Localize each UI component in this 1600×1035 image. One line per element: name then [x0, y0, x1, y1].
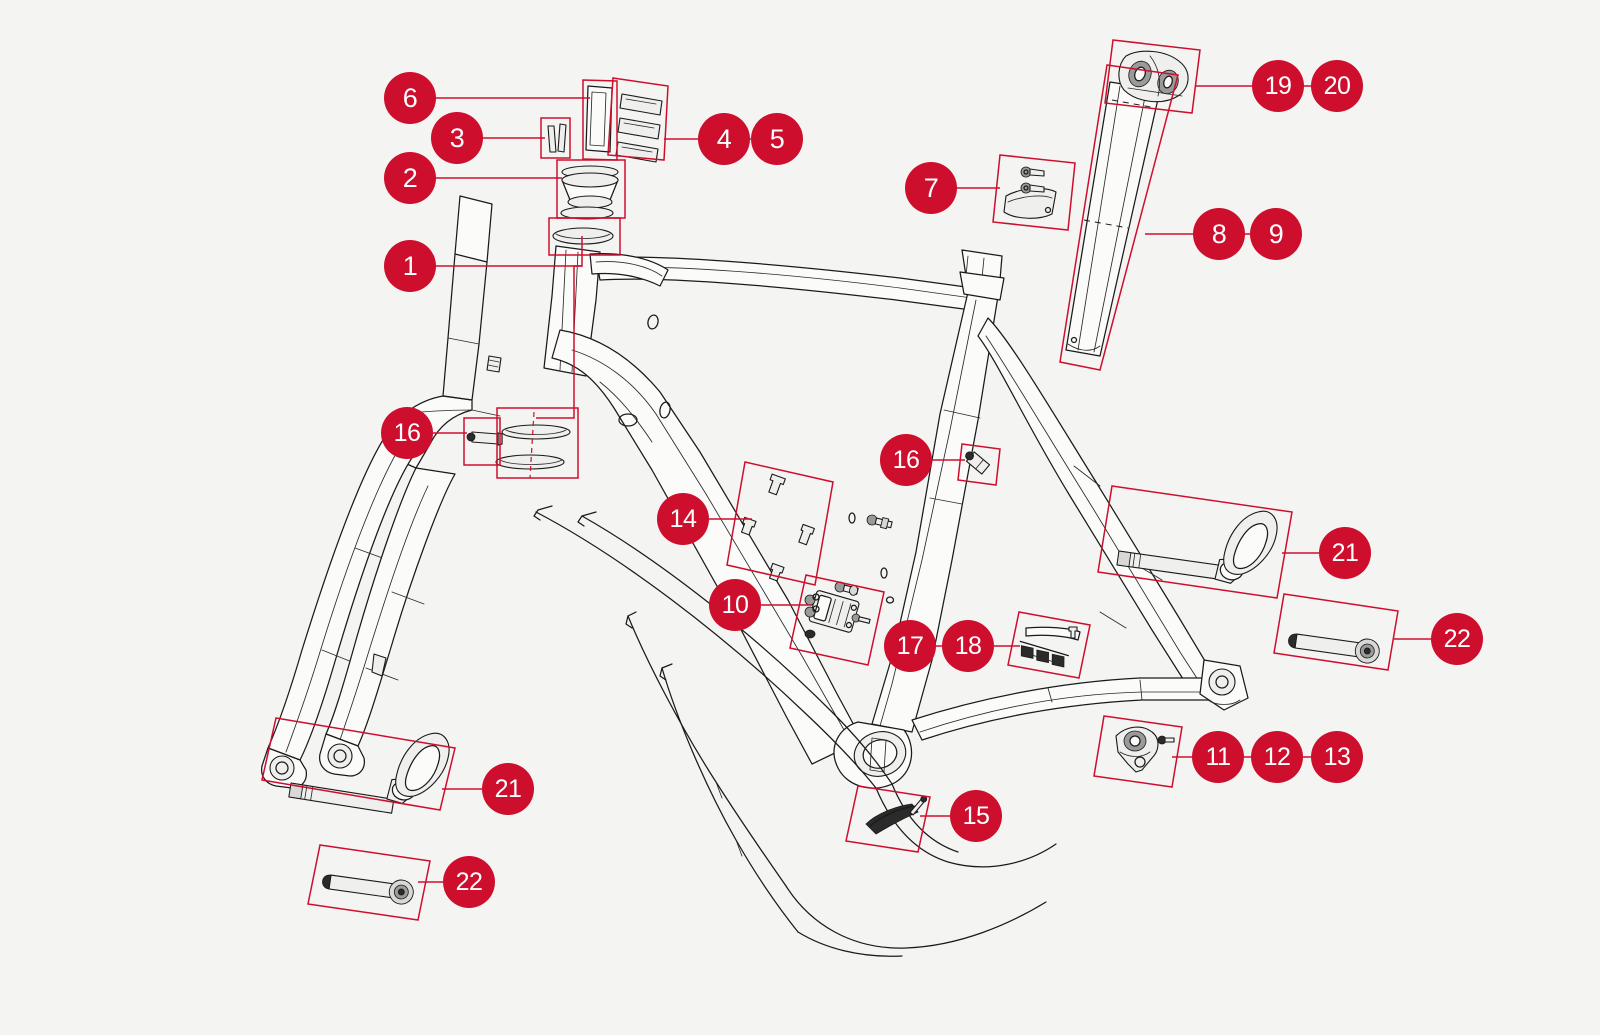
callout-14-frame-hardware-bolt-set[interactable]: 14: [657, 493, 709, 545]
seatpost-box: [1059, 64, 1179, 371]
crown-race-parts: [466, 411, 571, 479]
callout-20-seatpost-head-clamp-alt[interactable]: 20: [1311, 60, 1363, 112]
upper-bearing-box: [556, 159, 626, 219]
seat-tube-bolt-box: [957, 443, 1001, 486]
derailleur-hanger-parts: [1115, 726, 1175, 773]
junction-mount-box: [789, 574, 885, 666]
callout-19-seatpost-head-clamp[interactable]: 19: [1252, 60, 1304, 112]
cable-guide-parts: [1019, 626, 1081, 668]
front-axle-bolt-box: [307, 844, 431, 921]
seatpost-assembly: [1065, 50, 1189, 357]
callout-1-headset-lower-bearing-cover[interactable]: 1: [384, 240, 436, 292]
front-thru-axle-part: [288, 732, 450, 814]
junction-mount-parts: [804, 581, 871, 639]
cable-port-box: [845, 785, 931, 853]
bolt-set-box: [726, 461, 834, 586]
callout-16-seat-tube-bolt[interactable]: 16: [880, 434, 932, 486]
callout-22-front-axle-bolt[interactable]: 22: [443, 856, 495, 908]
callout-12-rear-derailleur-hanger-alt[interactable]: 12: [1251, 731, 1303, 783]
callout-5-headset-spacer-set-alt[interactable]: 5: [751, 113, 803, 165]
callout-18-cable-guide-set-alt[interactable]: 18: [942, 620, 994, 672]
callout-16-fork-crown-race-bolt[interactable]: 16: [381, 407, 433, 459]
hanger-box: [1093, 715, 1183, 788]
front-axle-bolt-part: [322, 874, 414, 905]
spacer-set-box: [607, 77, 669, 161]
rear-axle-bolt-part: [1288, 633, 1380, 664]
seat-clamp-parts: [1003, 166, 1057, 219]
part-bounding-boxes: [261, 39, 1399, 921]
callout-4-headset-spacer-set[interactable]: 4: [698, 113, 750, 165]
rear-thru-axle-box: [1097, 485, 1293, 599]
frame-bolt-set: [740, 473, 815, 582]
wedge-pin-box: [540, 117, 571, 159]
seat-tube-bolt-part: [965, 451, 991, 475]
callout-9-seatpost-alt-length[interactable]: 9: [1250, 208, 1302, 260]
crown-race-box: [496, 407, 579, 479]
callout-10-di2-junction-battery-mount[interactable]: 10: [709, 579, 761, 631]
cable-housing: [533, 505, 1057, 957]
callout-6-top-cap-cover[interactable]: 6: [384, 72, 436, 124]
callout-2-headset-upper-bearing-assembly[interactable]: 2: [384, 152, 436, 204]
callout-22-rear-axle-bolt[interactable]: 22: [1431, 613, 1483, 665]
headset-stack-parts: [547, 85, 663, 245]
callout-7-seat-clamp-wedge-and-bolts[interactable]: 7: [905, 162, 957, 214]
loose-hardware: [848, 512, 895, 604]
seatpost-head-box: [1104, 39, 1201, 114]
fork-crown-bolt-box: [463, 417, 501, 466]
callout-21-rear-thru-axle[interactable]: 21: [1319, 527, 1371, 579]
rear-thru-axle-part: [1116, 510, 1278, 584]
callout-3-compression-plug-wedge-pin[interactable]: 3: [431, 112, 483, 164]
cable-guide-box: [1007, 611, 1091, 679]
callout-21-front-thru-axle[interactable]: 21: [482, 763, 534, 815]
callout-15-cable-port-cover-bottom-bracket[interactable]: 15: [950, 790, 1002, 842]
callout-13-hanger-bolt-kit[interactable]: 13: [1311, 731, 1363, 783]
front-thru-axle-box: [261, 717, 456, 811]
cable-port-parts: [865, 795, 928, 835]
callout-8-seatpost[interactable]: 8: [1193, 208, 1245, 260]
front-fork: [260, 195, 501, 789]
callout-17-cable-guide-set[interactable]: 17: [884, 620, 936, 672]
rear-axle-bolt-box: [1273, 593, 1399, 671]
lower-bearing-box: [548, 217, 621, 256]
seat-clamp-box: [992, 154, 1076, 231]
callout-11-rear-derailleur-hanger[interactable]: 11: [1192, 731, 1244, 783]
